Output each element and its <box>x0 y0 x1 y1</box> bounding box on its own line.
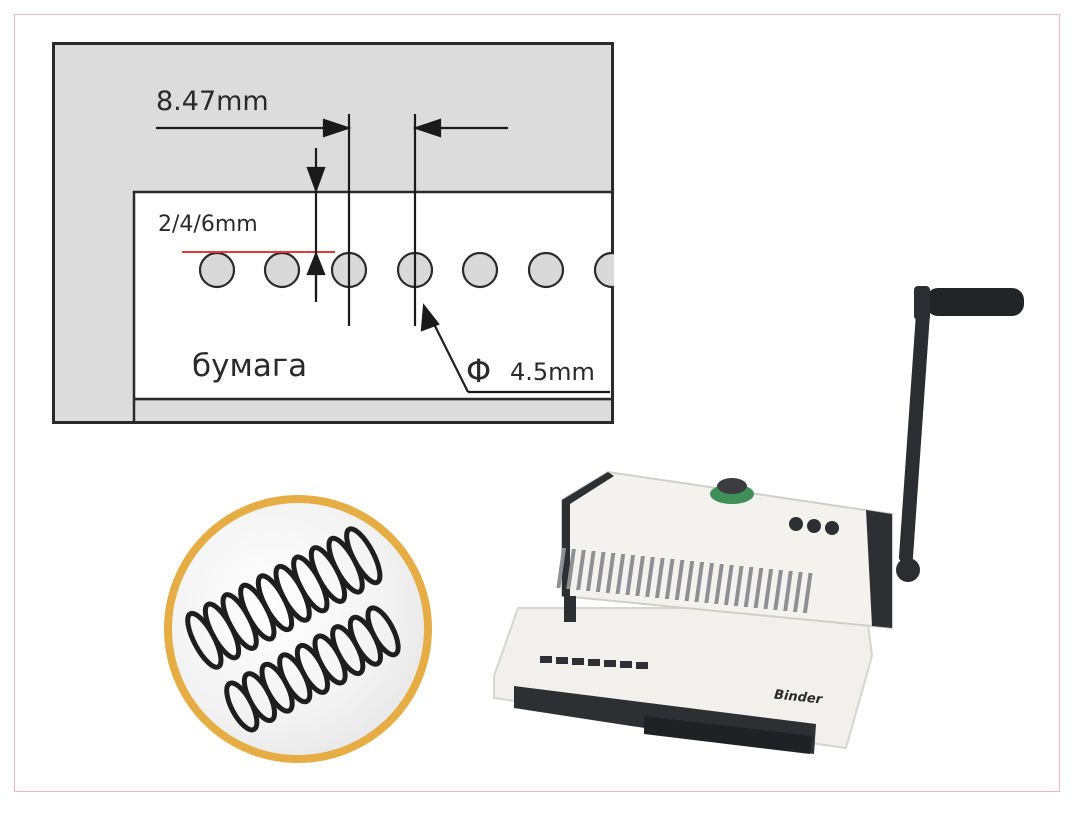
paper-guide <box>564 596 576 622</box>
margin-arrows <box>306 166 326 298</box>
hole <box>461 251 499 289</box>
base-tray <box>493 607 874 750</box>
hole-diameter-symbol: Φ <box>466 352 492 390</box>
paper-label: бумага <box>192 348 308 384</box>
holes <box>198 251 631 289</box>
hole-pattern-diagram: 8.47mm 2/4/6mm бумага Φ 4.5mm <box>52 42 631 424</box>
pitch-label: 8.47mm <box>156 86 269 117</box>
margin-buttons <box>789 517 839 535</box>
crank-hub <box>896 558 920 582</box>
diameter-leader <box>420 303 610 394</box>
crank-arm <box>898 292 932 562</box>
hole-diameter-label: 4.5mm <box>510 358 595 386</box>
pitch-arrows <box>156 118 508 138</box>
hole <box>527 251 565 289</box>
margin-label: 2/4/6mm <box>158 212 258 237</box>
crank-grip <box>926 288 1024 316</box>
punch-slots <box>556 548 813 613</box>
diagram-graphic <box>52 42 631 424</box>
binding-machine-photo: Binder <box>474 278 1034 768</box>
binding-machine-graphic <box>493 286 1024 754</box>
wire-spiral-photo <box>164 495 432 763</box>
paper-fill <box>136 194 611 398</box>
hole <box>263 251 301 289</box>
wire-spiral-graphic <box>185 526 401 733</box>
size-button-row <box>540 656 648 669</box>
hole <box>198 251 236 289</box>
image-frame <box>14 14 1060 792</box>
